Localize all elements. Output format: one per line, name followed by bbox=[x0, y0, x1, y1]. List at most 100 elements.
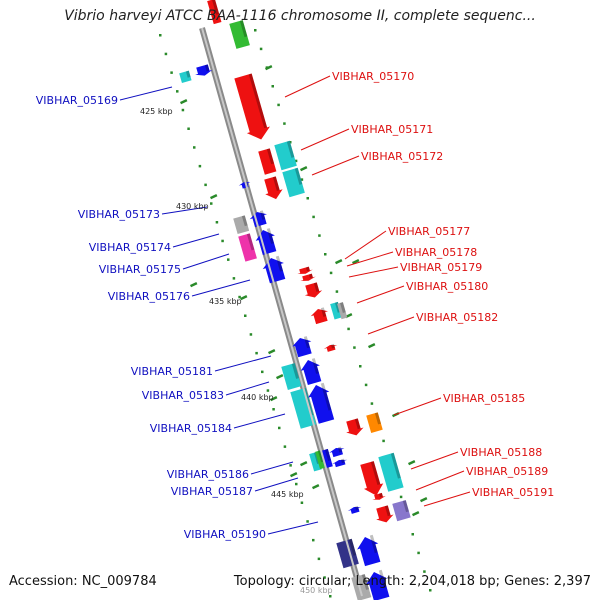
gene-bottom-gray bbox=[351, 574, 372, 600]
leader-line bbox=[356, 285, 405, 304]
gc-dot bbox=[347, 327, 350, 331]
gc-dash bbox=[367, 343, 376, 349]
gene-shadow bbox=[239, 20, 248, 38]
gene-05185-orange bbox=[366, 412, 383, 433]
gc-dot bbox=[289, 464, 292, 467]
gene-shadow bbox=[275, 255, 283, 272]
gc-dot bbox=[329, 595, 332, 598]
gene-05187-b bbox=[331, 458, 348, 468]
gene-bottom-blue-2 bbox=[366, 569, 390, 600]
gene-05169-blue bbox=[195, 64, 213, 76]
gc-dash bbox=[299, 461, 308, 467]
sequence-title: Vibrio harveyi ATCC BAA-1116 chromosome … bbox=[64, 8, 536, 24]
gc-dash bbox=[239, 295, 248, 301]
gene-shadow bbox=[305, 266, 310, 272]
gene-05174-gray bbox=[233, 215, 250, 235]
gene-shadow bbox=[286, 140, 295, 158]
gc-dot bbox=[278, 426, 281, 430]
gc-dot bbox=[323, 576, 326, 579]
gc-dot bbox=[364, 383, 368, 387]
gc-dot bbox=[277, 103, 280, 107]
gc-dot bbox=[221, 239, 224, 243]
gc-dot bbox=[382, 439, 385, 443]
gene-shadow bbox=[361, 574, 370, 590]
gene-shadow bbox=[354, 418, 361, 430]
gc-dot bbox=[335, 290, 339, 293]
leader-line bbox=[191, 279, 251, 297]
gc-dash bbox=[289, 472, 298, 478]
gene-bottom-navy bbox=[336, 538, 359, 569]
gene-05175 bbox=[238, 233, 257, 262]
gene-label-vibhar-05181: VIBHAR_05181 bbox=[131, 365, 213, 378]
gene-shadow bbox=[294, 167, 303, 185]
gc-dot bbox=[170, 71, 173, 74]
gene-label-vibhar-05185: VIBHAR_05185 bbox=[443, 392, 525, 405]
gc-dot bbox=[329, 271, 333, 275]
gene-05169-cyan bbox=[179, 70, 192, 83]
gene-shadow bbox=[266, 228, 275, 244]
gene-05179 bbox=[304, 282, 323, 298]
gene-05183-cyan bbox=[281, 363, 302, 390]
kbp-tick-label: 450 kbp bbox=[300, 586, 333, 595]
gc-dot bbox=[259, 47, 263, 51]
gene-shadow bbox=[340, 458, 345, 464]
leader-line bbox=[348, 266, 399, 278]
leader-line bbox=[284, 75, 331, 98]
gc-dash bbox=[335, 259, 343, 265]
gc-dot bbox=[187, 127, 190, 130]
gene-label-vibhar-05184: VIBHAR_05184 bbox=[150, 422, 232, 435]
gc-dot bbox=[370, 402, 374, 405]
gc-dot bbox=[204, 183, 207, 187]
leader-line bbox=[267, 521, 319, 535]
gc-dot bbox=[289, 141, 292, 144]
gene-05189 bbox=[378, 452, 404, 492]
gc-dot bbox=[300, 178, 304, 181]
gene-shadow bbox=[204, 64, 210, 72]
gc-dash bbox=[180, 99, 188, 105]
gene-label-vibhar-05180: VIBHAR_05180 bbox=[406, 280, 488, 293]
gene-05184-blue bbox=[308, 382, 335, 424]
leader-line bbox=[182, 253, 230, 270]
gene-label-vibhar-05176: VIBHAR_05176 bbox=[108, 290, 190, 303]
gene-shadow bbox=[320, 307, 327, 317]
gc-dot bbox=[255, 351, 258, 355]
kbp-tick-label: 440 kbp bbox=[241, 393, 274, 402]
gene-shadow bbox=[248, 73, 268, 129]
gc-dot bbox=[283, 122, 286, 125]
gc-dot bbox=[283, 445, 287, 448]
gc-dot bbox=[266, 389, 270, 392]
gene-label-vibhar-05170: VIBHAR_05170 bbox=[332, 70, 414, 83]
gc-dot bbox=[312, 538, 315, 542]
gene-05182 bbox=[323, 343, 338, 352]
gene-features bbox=[179, 0, 411, 600]
gene-shadow bbox=[266, 148, 275, 165]
gc-dot bbox=[244, 314, 247, 317]
gene-label-vibhar-05190: VIBHAR_05190 bbox=[184, 528, 266, 541]
gc-dash bbox=[412, 511, 420, 517]
gene-label-vibhar-05178: VIBHAR_05178 bbox=[395, 246, 477, 259]
leader-line bbox=[300, 128, 350, 151]
gene-shadow bbox=[308, 273, 313, 279]
gene-top-red bbox=[207, 0, 222, 25]
leader-line bbox=[415, 470, 465, 491]
gc-dash bbox=[268, 349, 276, 355]
gene-05187-a bbox=[329, 446, 345, 458]
gene-05171-red bbox=[258, 148, 277, 175]
gc-dot bbox=[254, 29, 257, 32]
gene-shadow bbox=[348, 538, 357, 556]
leader-line bbox=[119, 86, 173, 101]
leader-line bbox=[410, 451, 459, 470]
gene-label-vibhar-05187: VIBHAR_05187 bbox=[171, 485, 253, 498]
gene-05180-gray bbox=[337, 302, 348, 320]
gene-05178 bbox=[300, 273, 316, 281]
gc-dot bbox=[159, 34, 162, 37]
gene-shadow bbox=[291, 363, 300, 379]
leader-line bbox=[172, 233, 220, 248]
gc-dot bbox=[312, 215, 315, 219]
leader-line bbox=[393, 397, 442, 416]
gc-dot bbox=[272, 408, 275, 411]
gc-dot bbox=[249, 333, 253, 336]
gene-shadow bbox=[311, 358, 320, 374]
gene-label-vibhar-05179: VIBHAR_05179 bbox=[400, 261, 482, 274]
gene-label-vibhar-05177: VIBHAR_05177 bbox=[388, 225, 470, 238]
